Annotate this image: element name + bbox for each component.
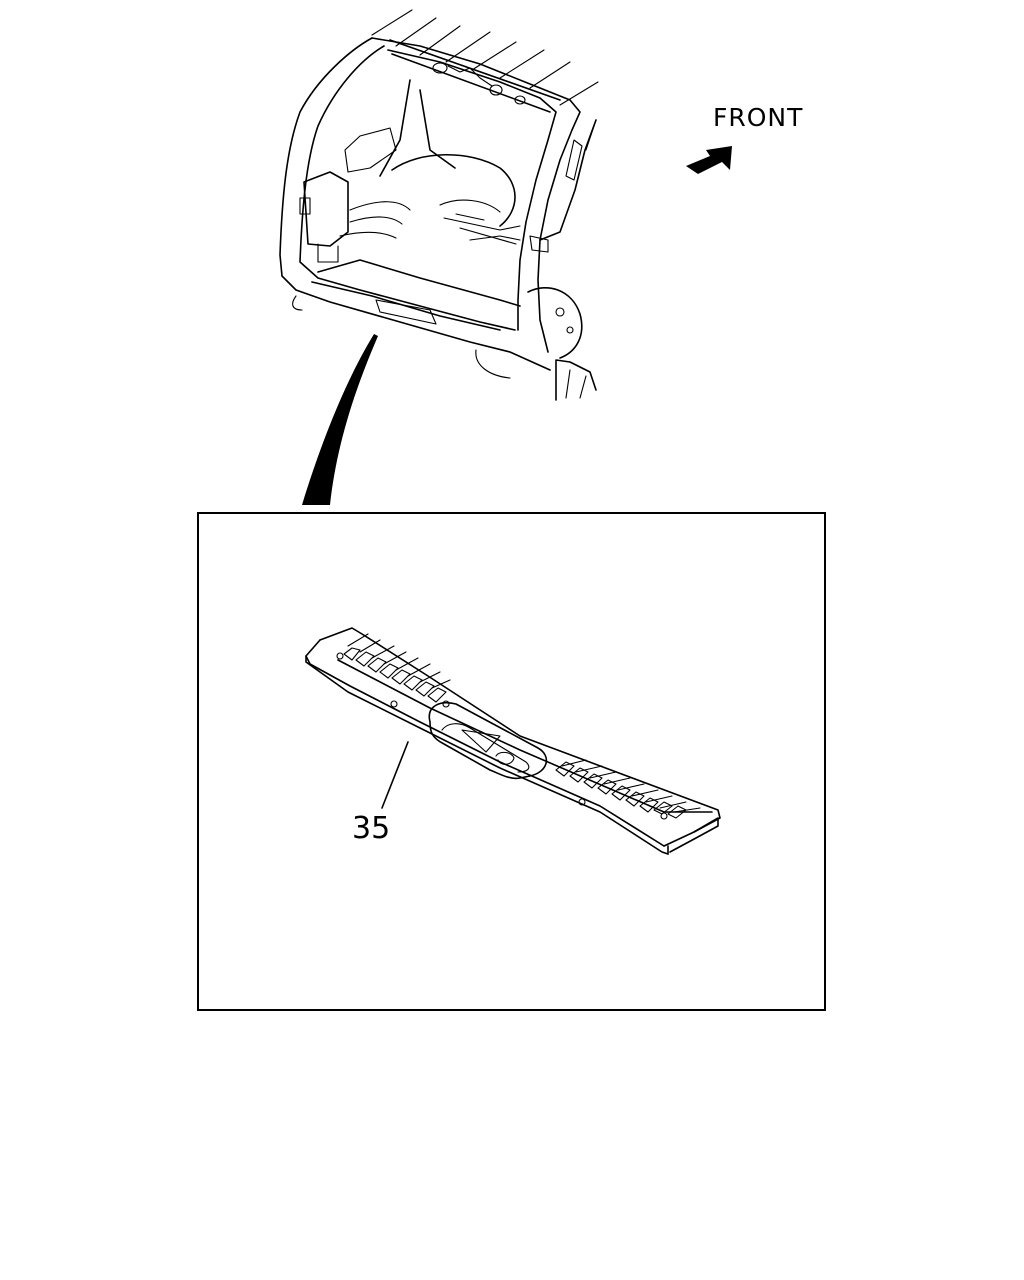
detail-frame — [197, 512, 826, 1011]
callout-35-number: 35 — [352, 811, 391, 846]
callout-35-leader — [381, 741, 409, 809]
front-direction-label: FRONT — [713, 103, 804, 132]
detail-leader-arrow — [302, 334, 378, 505]
vehicle-rear-illustration — [279, 9, 599, 401]
scuff-plate-illustration — [305, 627, 721, 855]
front-arrow-icon — [686, 146, 732, 174]
